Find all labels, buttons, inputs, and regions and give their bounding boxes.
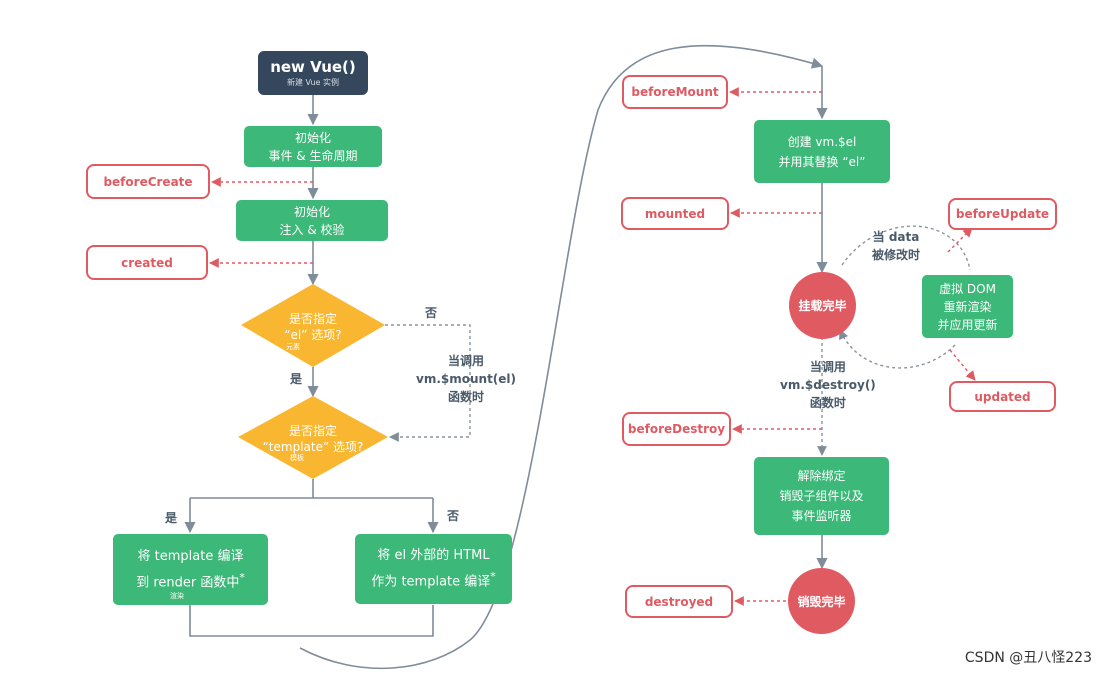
hook-beforedestroy-label: beforeDestroy: [627, 422, 726, 436]
compile-outer-node: 将 el 外部的 HTML 作为 template 编译*: [355, 534, 512, 604]
compile-outer-line2: 作为 template 编译*: [371, 566, 495, 592]
hook-beforeupdate-label: beforeUpdate: [955, 207, 1050, 221]
label-no-el: 否: [425, 306, 438, 320]
teardown-line2: 销毁子组件以及: [779, 489, 864, 503]
compile-render-note: 渲染: [170, 592, 184, 600]
label-data-change: 当 data 被修改时: [872, 228, 920, 264]
teardown-line1: 解除绑定: [797, 469, 846, 483]
init-inject-line1: 初始化: [293, 204, 330, 219]
hook-beforecreate: beforeCreate: [86, 164, 210, 199]
init-events-node: 初始化 事件 & 生命周期: [244, 126, 382, 167]
decision-template-line2: “template” 选项?: [262, 440, 364, 454]
init-events-line1: 初始化: [294, 130, 331, 145]
destroy-call-line2: vm.$destroy(): [780, 378, 876, 392]
vdom-line3: 并应用更新: [937, 317, 998, 332]
compile-render-line1: 将 template 编译: [137, 548, 244, 564]
data-change-line1: 当 data: [872, 230, 920, 244]
create-el-node: 创建 vm.$el 并用其替换 “el”: [754, 120, 890, 183]
compile-outer-line1: 将 el 外部的 HTML: [377, 548, 490, 564]
mount-call-line1: 当调用: [448, 354, 485, 368]
label-destroy-call: 当调用 vm.$destroy() 函数时: [780, 358, 876, 412]
hook-destroyed-label: destroyed: [644, 594, 714, 609]
init-inject-line2: 注入 & 校验: [279, 222, 345, 237]
compile-render-node: 将 template 编译 到 render 函数中*: [113, 534, 268, 605]
label-yes-template: 是: [165, 511, 178, 525]
destroy-call-line1: 当调用: [809, 360, 846, 374]
decision-template-note: 模板: [290, 454, 304, 462]
hook-created: created: [86, 245, 208, 280]
mounted-circle: 挂载完毕: [789, 272, 856, 339]
destroyed-circle-label: 销毁完毕: [797, 594, 846, 609]
destroyed-circle: 销毁完毕: [788, 568, 855, 634]
hook-created-label: created: [121, 255, 173, 270]
compile-outer-line2-text: 作为 template 编译: [371, 574, 491, 590]
mount-call-line3: 函数时: [448, 390, 485, 404]
vdom-node: 虚拟 DOM 重新渲染 并应用更新: [922, 275, 1013, 338]
decision-el-note: 元素: [286, 343, 300, 351]
mounted-circle-label: 挂载完毕: [798, 299, 847, 313]
vdom-line1: 虚拟 DOM: [939, 281, 996, 296]
hook-updated-label: updated: [974, 389, 1031, 404]
hook-destroyed: destroyed: [625, 585, 733, 618]
label-yes-el: 是: [290, 372, 303, 386]
vdom-line2: 重新渲染: [943, 299, 992, 314]
teardown-line3: 事件监听器: [791, 509, 852, 523]
init-inject-node: 初始化 注入 & 校验: [236, 200, 388, 241]
new-vue-subtitle: 新建 Vue 实例: [286, 78, 339, 87]
watermark: CSDN @丑八怪223: [964, 650, 1092, 666]
new-vue-node: new Vue() 新建 Vue 实例: [258, 51, 368, 95]
create-el-line2: 并用其替换 “el”: [778, 154, 866, 169]
hook-mounted-label: mounted: [644, 206, 706, 221]
compile-render-line2: 到 render 函数中*: [136, 567, 245, 593]
hook-beforemount-label: beforeMount: [631, 85, 719, 99]
hook-mounted: mounted: [621, 197, 729, 230]
label-no-template: 否: [447, 509, 460, 523]
new-vue-title: new Vue(): [270, 58, 356, 76]
hook-beforeupdate: beforeUpdate: [948, 198, 1057, 230]
data-change-line2: 被修改时: [872, 248, 921, 262]
hook-beforedestroy: beforeDestroy: [622, 412, 731, 446]
decision-el-line2: “el” 选项?: [284, 328, 342, 342]
teardown-node: 解除绑定 销毁子组件以及 事件监听器: [754, 457, 889, 535]
create-el-line1: 创建 vm.$el: [787, 134, 857, 149]
compile-outer-star: *: [490, 570, 496, 584]
compile-render-star: *: [239, 570, 245, 584]
decision-template-shape: [238, 396, 388, 479]
hook-updated: updated: [949, 381, 1056, 412]
compile-render-line2-text: 到 render 函数中: [136, 575, 240, 591]
decision-el-shape: [241, 284, 385, 367]
hook-beforecreate-label: beforeCreate: [103, 174, 193, 189]
decision-template-line1: 是否指定: [288, 424, 337, 438]
decision-el-text: 是否指定 “el” 选项?: [256, 303, 370, 351]
decision-template-text: 是否指定 “template” 选项?: [250, 415, 376, 463]
decision-el-line1: 是否指定: [288, 312, 337, 326]
label-mount-call: 当调用 vm.$mount(el) 函数时: [416, 352, 516, 406]
mount-call-line2: vm.$mount(el): [416, 372, 517, 386]
init-events-line2: 事件 & 生命周期: [268, 148, 358, 163]
hook-beforemount: beforeMount: [622, 75, 728, 109]
destroy-call-line3: 函数时: [809, 396, 846, 410]
